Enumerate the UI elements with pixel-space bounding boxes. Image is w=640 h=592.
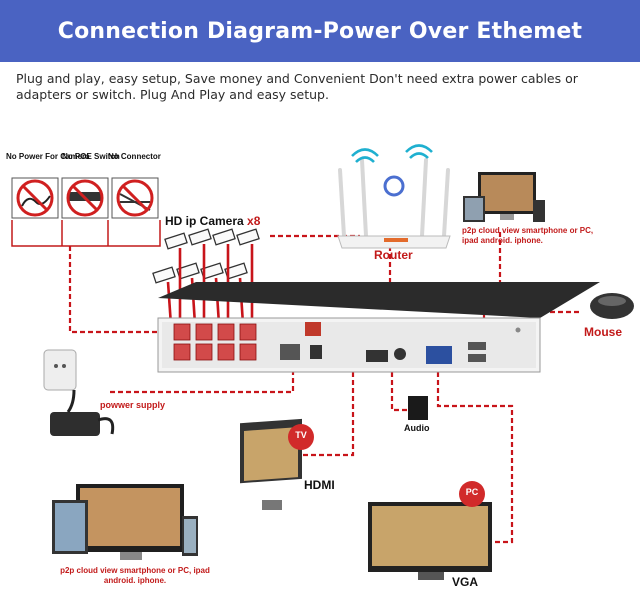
camera-count: x8 xyxy=(247,214,261,228)
p2p-top-label: p2p cloud view smartphone or PC, ipad an… xyxy=(462,226,594,245)
usb-port xyxy=(468,354,486,362)
router-icon xyxy=(337,144,451,249)
globe-icon xyxy=(383,175,405,197)
camera-label: HD ip Camera x8 xyxy=(165,214,260,228)
title-banner: Connection Diagram-Power Over Ethemet xyxy=(0,0,640,62)
vga-label: VGA xyxy=(452,575,479,589)
pc-monitor-icon xyxy=(368,481,492,580)
cable-icon xyxy=(21,195,51,207)
nvr-device xyxy=(157,282,600,373)
audio-label: Audio xyxy=(404,423,430,433)
left-to-nvr-line xyxy=(68,246,172,334)
power-line xyxy=(110,370,295,394)
mouse-label: Mouse xyxy=(584,325,623,339)
dc-port xyxy=(310,345,322,359)
p2p-bottom-label: p2p cloud view smartphone or PC, ipad an… xyxy=(60,566,210,585)
wifi-icon xyxy=(351,144,433,163)
tv-badge-label: TV xyxy=(295,430,307,440)
vga-port xyxy=(426,346,452,364)
usb-port xyxy=(468,342,486,350)
lan-port xyxy=(280,344,300,360)
no-items-group xyxy=(11,177,161,247)
power-supply-label: powwer supply xyxy=(100,400,166,410)
no-poe-switch-label: No POE Switch xyxy=(62,152,120,161)
prohibited-icon xyxy=(16,179,154,217)
p2p-devices-top xyxy=(463,172,545,222)
router-label: Router xyxy=(374,248,413,262)
audio-line xyxy=(390,372,408,412)
vga-line xyxy=(436,372,514,544)
no-power-label: No Power For Camera xyxy=(6,152,90,161)
hdmi-label: HDMI xyxy=(304,478,335,492)
poe-ports xyxy=(173,323,257,361)
pc-badge xyxy=(459,481,485,507)
camera-label-text: HD ip Camera xyxy=(165,214,244,228)
hdmi-port xyxy=(366,350,388,362)
tv-icon xyxy=(240,418,314,510)
p2p-devices-bottom xyxy=(52,484,198,560)
no-connector-label: No Connector xyxy=(108,152,161,161)
hdmi-line xyxy=(300,372,355,457)
connection-lines xyxy=(68,232,580,544)
page-title: Connection Diagram-Power Over Ethemet xyxy=(57,18,583,44)
audio-port xyxy=(394,348,406,360)
speaker-icon xyxy=(408,396,428,420)
power-supply-icon xyxy=(43,349,115,436)
tv-badge xyxy=(288,424,314,450)
pc-badge-label: PC xyxy=(465,487,479,497)
mouse-line xyxy=(482,310,580,318)
intro-text: Plug and play, easy setup, Save money an… xyxy=(16,71,578,102)
power-switch xyxy=(305,322,321,336)
